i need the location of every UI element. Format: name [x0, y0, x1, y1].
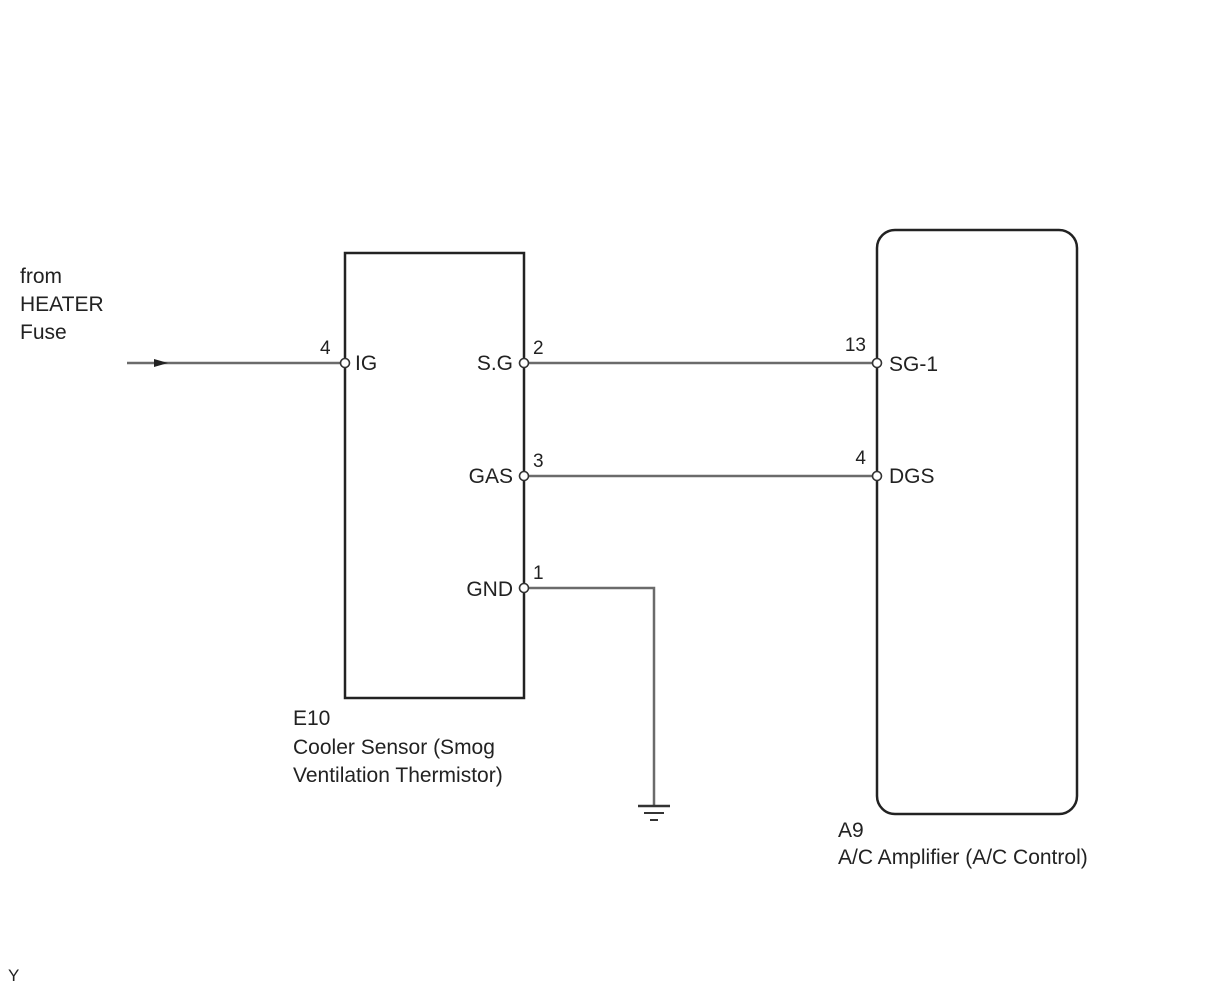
terminal-label-sg-1: SG-1 — [889, 353, 938, 376]
pin-number-sg: 2 — [533, 338, 544, 359]
terminal-ig — [339, 357, 351, 369]
arrow-icon — [154, 359, 168, 367]
terminal-label-gnd: GND — [466, 578, 513, 601]
terminal-label-gas: GAS — [469, 465, 513, 488]
corner-mark: Y — [8, 966, 19, 985]
amplifier-code: A9 — [838, 819, 864, 842]
pin-number-dgs: 4 — [855, 448, 866, 469]
pin-number-gas: 3 — [533, 451, 544, 472]
sensor-name-line-2: Ventilation Thermistor) — [293, 764, 503, 787]
terminal-gas — [518, 470, 530, 482]
source-label-line-3: Fuse — [20, 321, 67, 344]
terminal-gnd — [518, 582, 530, 594]
terminal-sg — [518, 357, 530, 369]
source-label-line-1: from — [20, 265, 62, 288]
sensor-code: E10 — [293, 707, 330, 730]
terminal-label-sg: S.G — [477, 352, 513, 375]
pin-number-gnd: 1 — [533, 563, 544, 584]
pin-number-sg-1: 13 — [845, 335, 866, 356]
terminal-label-ig: IG — [355, 352, 377, 375]
sensor-name-line-1: Cooler Sensor (Smog — [293, 736, 495, 759]
wire-gnd — [529, 586, 656, 806]
amplifier-name: A/C Amplifier (A/C Control) — [838, 846, 1088, 869]
terminal-dgs — [871, 470, 883, 482]
source-label-line-2: HEATER — [20, 293, 104, 316]
terminal-label-dgs: DGS — [889, 465, 935, 488]
amplifier-box — [875, 228, 1079, 816]
pin-number-ig: 4 — [320, 338, 331, 359]
terminal-sg-1 — [871, 357, 883, 369]
ground-icon — [638, 804, 670, 821]
